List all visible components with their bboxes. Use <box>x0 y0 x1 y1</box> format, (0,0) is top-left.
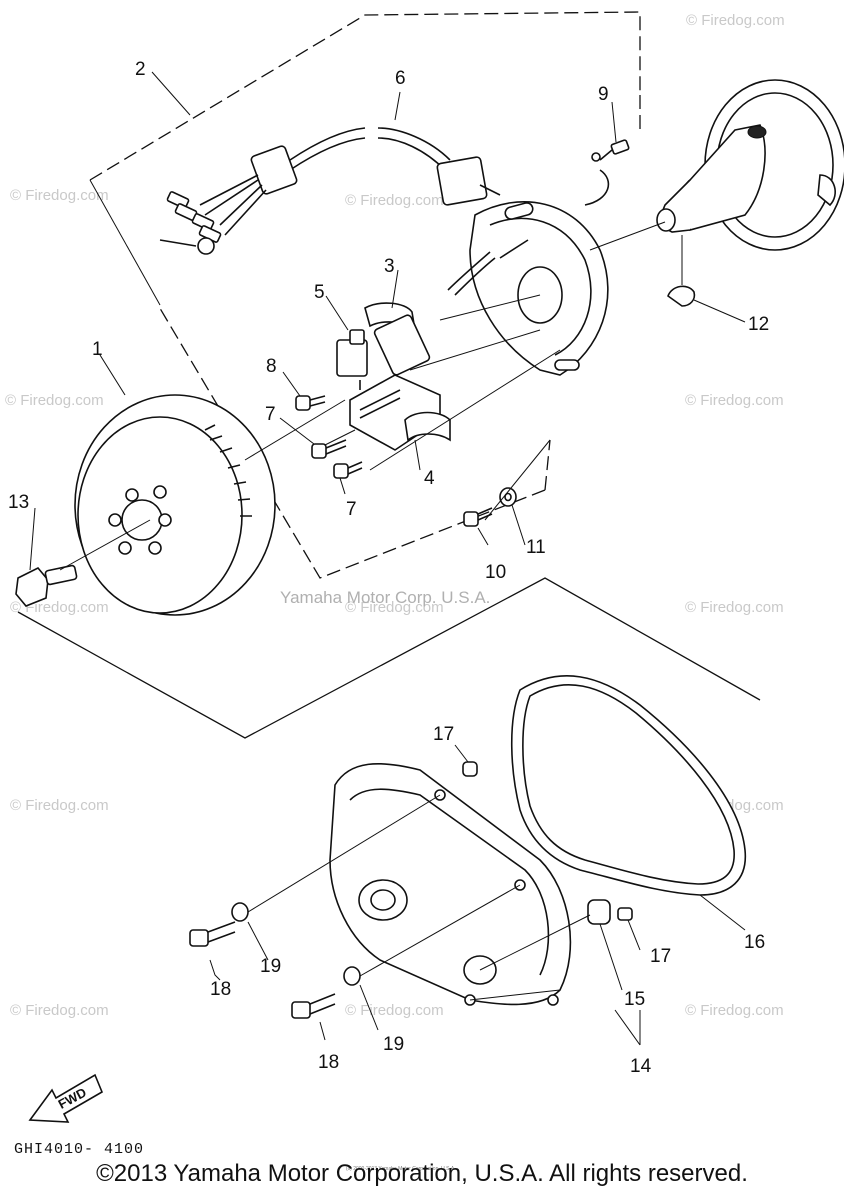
crankshaft <box>656 79 844 251</box>
assembly-outline <box>17 577 761 739</box>
site-watermark: © Firedog.com <box>685 599 784 616</box>
flywheel-nut <box>15 564 78 607</box>
callout-labels: 1 2 3 4 5 6 7 7 8 9 10 11 12 13 14 15 16… <box>8 59 769 1077</box>
callout-18: 18 <box>210 979 231 1000</box>
callout-19: 19 <box>383 1034 404 1055</box>
copyright-footer: ©2013 Yamaha Motor Corporation, U.S.A. A… <box>96 1160 748 1187</box>
site-watermark: © Firedog.com <box>686 12 785 29</box>
callout-14: 14 <box>630 1056 652 1077</box>
callout-5: 5 <box>314 282 325 303</box>
leader-lines <box>29 71 746 571</box>
part-code: GHI4010- 4100 <box>14 1141 144 1158</box>
gasket <box>522 684 735 885</box>
callout-15: 15 <box>624 989 645 1010</box>
ground-screw <box>584 139 630 206</box>
site-watermark: © Firedog.com <box>10 187 109 204</box>
callout-2: 2 <box>135 59 146 80</box>
callout-13: 13 <box>8 492 29 513</box>
tiny-notice: (c) 2000-2013 Yamaha Motor Corporation, … <box>346 1166 456 1172</box>
leader-lines <box>209 744 746 1046</box>
site-watermark: © Firedog.com <box>345 599 444 616</box>
site-watermark: © Firedog.com <box>345 192 444 209</box>
callout-7: 7 <box>346 499 357 520</box>
gasket <box>510 675 747 896</box>
fwd-arrow-icon: FWD <box>28 1073 104 1123</box>
wire-harness <box>159 127 501 255</box>
dowel-pins <box>462 761 633 925</box>
callout-11: 11 <box>526 537 546 558</box>
site-watermark: © Firedog.com <box>345 1002 444 1019</box>
callout-10: 10 <box>485 562 506 583</box>
callout-3: 3 <box>384 256 395 277</box>
cover-bolts <box>189 902 361 1019</box>
callout-7: 7 <box>265 404 276 425</box>
callout-12: 12 <box>748 314 769 335</box>
charge-coil <box>364 251 496 376</box>
woodruff-key <box>667 285 696 307</box>
callout-6: 6 <box>395 68 406 89</box>
pulser-coil <box>336 329 368 390</box>
generator-cover <box>329 762 572 1006</box>
callout-9: 9 <box>598 84 609 105</box>
flywheel <box>74 394 276 616</box>
callout-17: 17 <box>433 724 454 745</box>
watermark-layer: © Firedog.com © Firedog.com © Firedog.co… <box>5 12 785 1019</box>
callout-4: 4 <box>424 468 435 489</box>
site-watermark: © Firedog.com <box>685 392 784 409</box>
base-screw <box>463 487 517 527</box>
mounting-screws <box>295 395 363 479</box>
callout-8: 8 <box>266 356 277 377</box>
site-watermark: © Firedog.com <box>10 1002 109 1019</box>
lighting-coil <box>349 374 451 451</box>
assembly-outline <box>89 179 161 306</box>
callout-1: 1 <box>92 339 103 360</box>
site-watermark: © Firedog.com <box>685 1002 784 1019</box>
callout-18: 18 <box>318 1052 339 1073</box>
site-watermark: © Firedog.com <box>10 797 109 814</box>
site-watermark: © Firedog.com <box>5 392 104 409</box>
stator-base-plate <box>469 201 609 376</box>
callout-17: 17 <box>650 946 671 967</box>
callout-16: 16 <box>744 932 765 953</box>
callout-19: 19 <box>260 956 281 977</box>
credit-watermark: Yamaha Motor Corp. U.S.A. <box>280 588 490 607</box>
